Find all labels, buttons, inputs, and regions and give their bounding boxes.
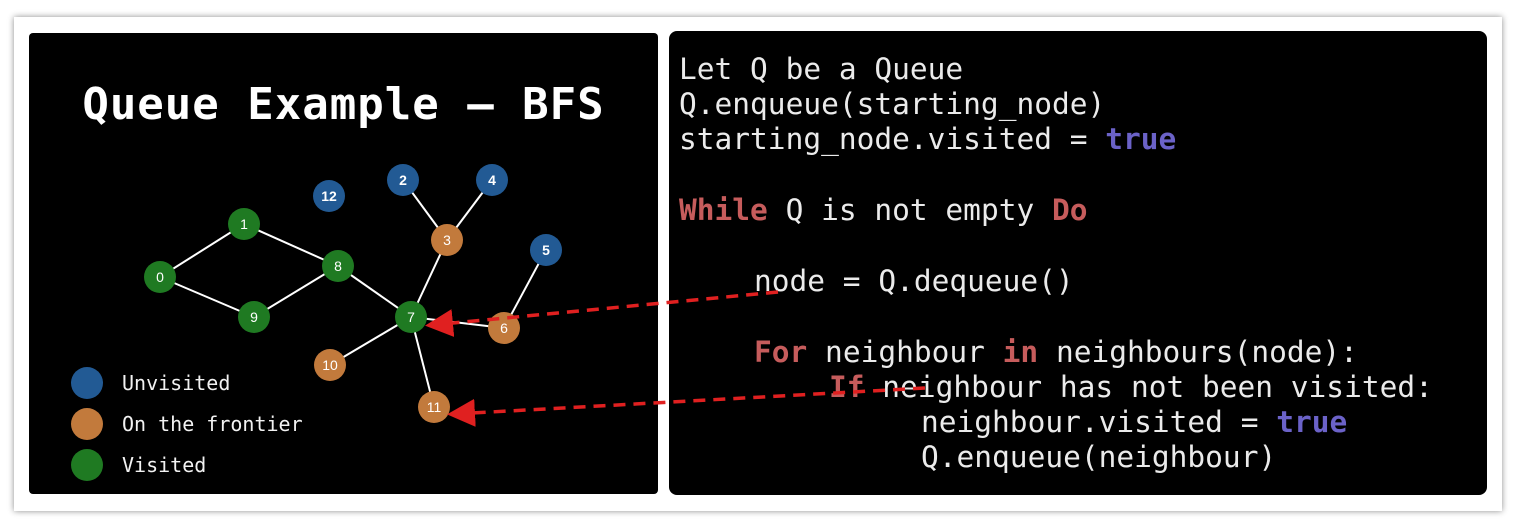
code-keyword-do: Do — [1051, 193, 1088, 227]
node-label: 4 — [488, 172, 496, 188]
node-circle — [476, 164, 508, 196]
graph-node-3: 3 — [431, 224, 463, 256]
arrow-if-to-node-11 — [447, 386, 926, 427]
graph-node-12: 12 — [313, 180, 345, 212]
graph-node-10: 10 — [314, 349, 346, 381]
code-line-enqueue-neighbour: Q.enqueue(neighbour) — [921, 440, 1277, 474]
graph-node-0: 0 — [144, 261, 176, 293]
node-label: 3 — [443, 232, 451, 248]
code-keyword-while: While — [679, 193, 768, 227]
graph-node-8: 8 — [322, 250, 354, 282]
legend-label-visited: Visited — [122, 453, 207, 477]
node-label: 2 — [399, 172, 407, 188]
code-line-mark-visited: neighbour.visited = true — [921, 405, 1347, 439]
graph-node-5: 5 — [530, 234, 562, 266]
legend-label-unvisited: Unvisited — [122, 371, 231, 395]
code-text: neighbour — [807, 335, 1003, 369]
code-text: starting_node.visited = — [679, 122, 1106, 156]
graph-node-1: 1 — [228, 208, 260, 240]
node-circle — [144, 261, 176, 293]
slide-title: Queue Example – BFS — [82, 79, 605, 130]
graph-edge — [243, 223, 339, 267]
code-keyword-if: If — [829, 370, 865, 404]
code-keyword-for: For — [754, 335, 808, 369]
node-circle — [314, 349, 346, 381]
graph-node-11: 11 — [418, 391, 450, 423]
code-line-1: Let Q be a Queue — [679, 52, 964, 86]
code-line-2: Q.enqueue(starting_node) — [679, 87, 1106, 121]
code-line-dequeue: node = Q.dequeue() — [754, 264, 1074, 298]
node-circle — [228, 208, 260, 240]
graph-node-9: 9 — [238, 301, 270, 333]
node-circle — [387, 164, 419, 196]
node-label: 10 — [322, 357, 338, 373]
node-label: 6 — [500, 320, 508, 336]
legend-swatch-visited — [71, 449, 103, 481]
node-label: 12 — [321, 188, 337, 204]
code-literal-true: true — [1276, 405, 1348, 439]
code-text: neighbours(node): — [1038, 335, 1358, 369]
node-label: 11 — [427, 399, 442, 415]
node-label: 8 — [334, 258, 342, 274]
node-label: 0 — [156, 269, 164, 285]
node-circle — [395, 301, 427, 333]
code-text: neighbour.visited = — [921, 405, 1277, 439]
code-literal-true: true — [1105, 122, 1177, 156]
node-label: 7 — [407, 309, 415, 325]
code-line-for: For neighbour in neighbours(node): — [754, 335, 1358, 369]
node-circle — [313, 180, 345, 212]
node-circle — [431, 224, 463, 256]
graph-edge — [159, 276, 255, 318]
node-circle — [322, 250, 354, 282]
graph-edge — [159, 223, 245, 278]
node-label: 5 — [542, 242, 550, 258]
code-keyword-in: in — [1002, 335, 1039, 369]
node-circle — [238, 301, 270, 333]
node-circle — [418, 391, 450, 423]
node-label: 1 — [240, 216, 248, 232]
code-line-if: If neighbour has not been visited: — [829, 370, 1433, 404]
graph-edge — [253, 265, 339, 318]
node-circle — [530, 234, 562, 266]
pseudocode-panel: Let Q be a Queue Q.enqueue(starting_node… — [669, 31, 1487, 495]
legend-swatch-frontier — [71, 408, 103, 440]
code-line-while: While Q is not empty Do — [679, 193, 1088, 227]
graph-node-2: 2 — [387, 164, 419, 196]
legend-swatch-unvisited — [71, 367, 103, 399]
legend-label-frontier: On the frontier — [122, 412, 303, 436]
code-line-3: starting_node.visited = true — [679, 122, 1176, 156]
code-text: neighbour has not been visited: — [864, 370, 1433, 404]
node-label: 9 — [250, 309, 258, 325]
graph-node-4: 4 — [476, 164, 508, 196]
arrow-dequeue-to-node-7 — [425, 290, 779, 337]
graph-node-7: 7 — [395, 301, 427, 333]
code-text: Q is not empty — [767, 193, 1052, 227]
